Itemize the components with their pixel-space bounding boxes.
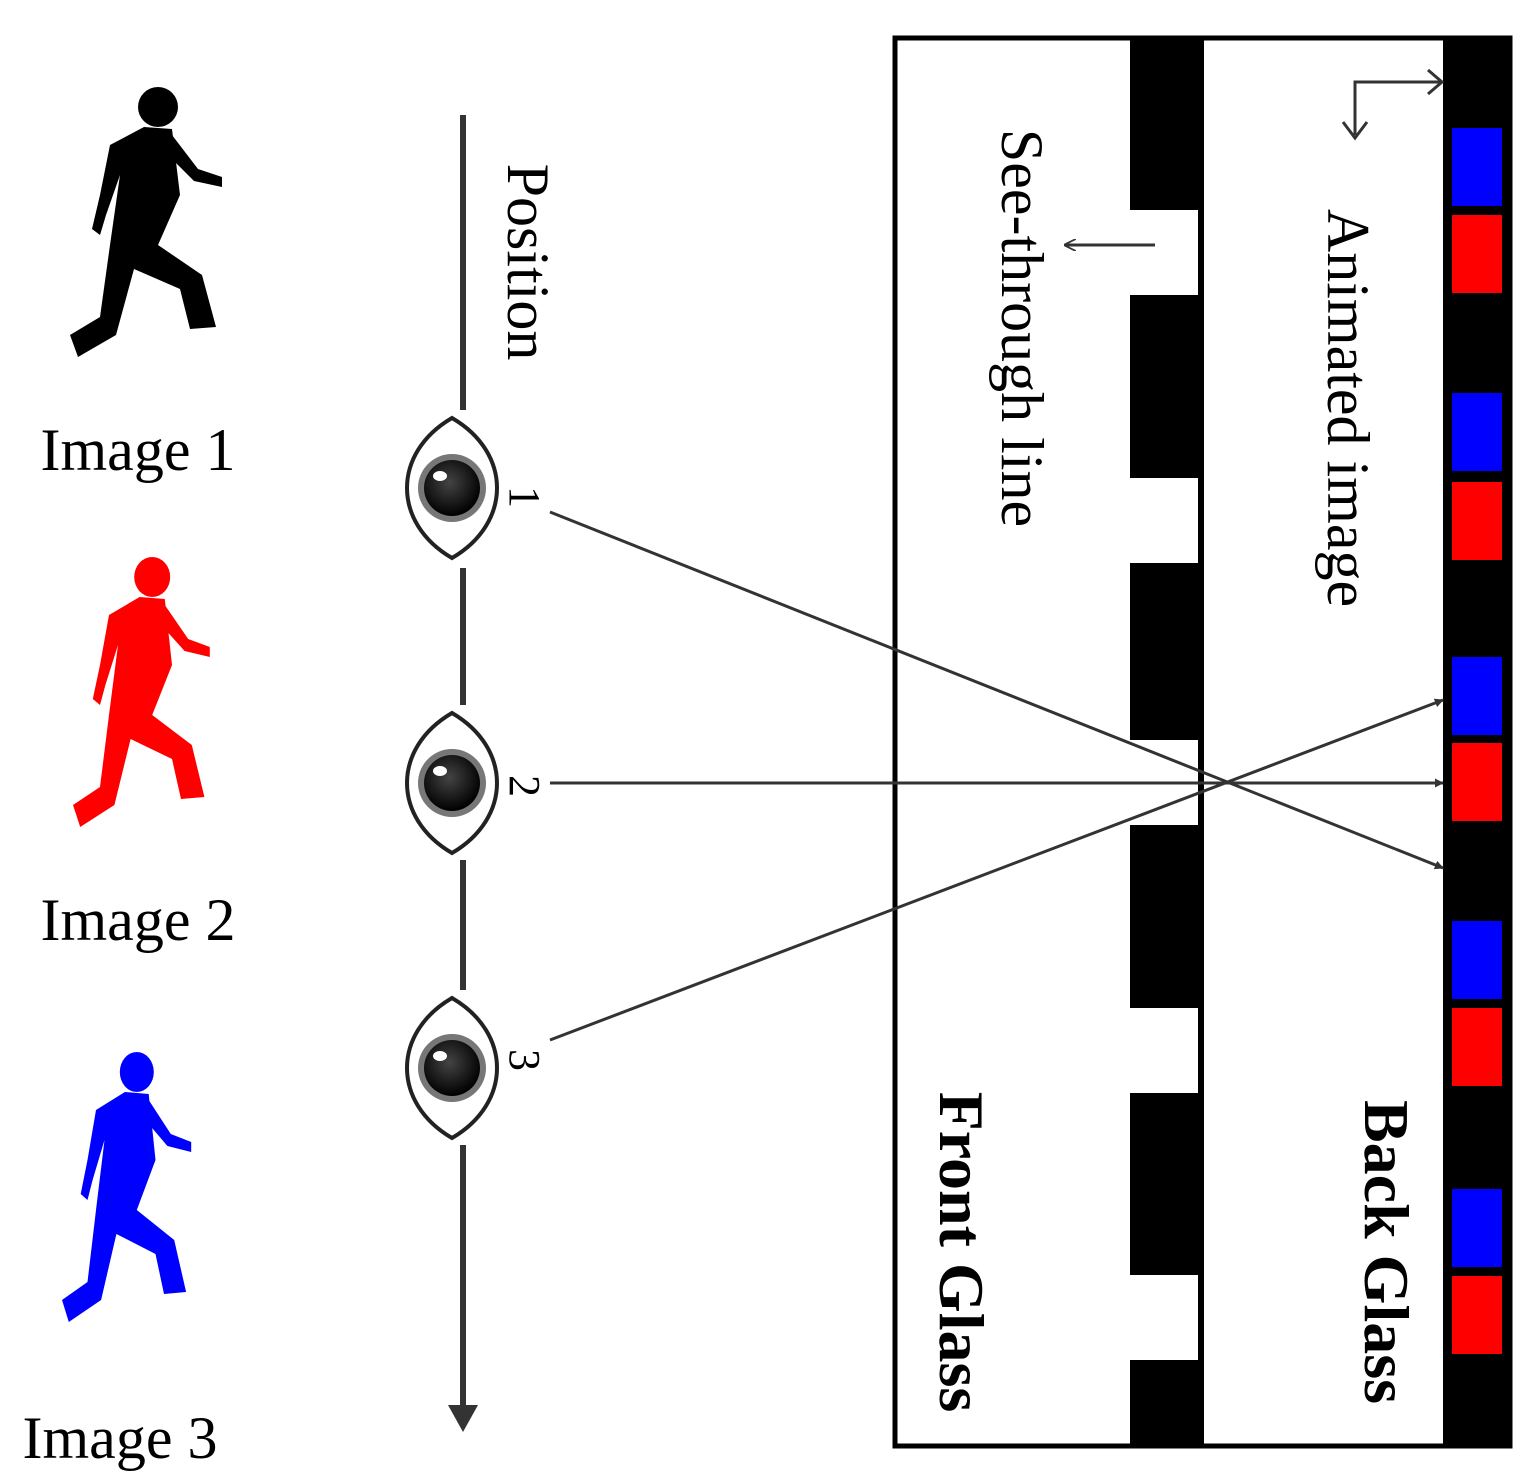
barrier-slit	[1130, 1008, 1198, 1093]
barrier-mask	[1130, 38, 1204, 1446]
image-2-label: Image 2	[41, 887, 236, 953]
viewer-3-number: 3	[500, 1049, 549, 1071]
blue-stripe	[1452, 128, 1502, 206]
animated-image-arrow	[1353, 80, 1440, 135]
position-label: Position	[495, 164, 561, 361]
eye-2-icon	[405, 710, 499, 856]
blue-stripe	[1452, 921, 1502, 999]
blue-stripe	[1452, 1189, 1502, 1267]
animated-image-label: Animated image	[1315, 209, 1381, 607]
red-stripe	[1452, 1276, 1502, 1354]
red-stripe	[1452, 743, 1502, 821]
image-3-runner	[62, 1052, 192, 1322]
eye-1-icon	[405, 415, 499, 561]
image-2-runner	[73, 557, 210, 827]
barrier-slit	[1130, 210, 1198, 295]
sight-line-viewer-3	[549, 698, 1444, 1042]
back-glass-label: Back Glass	[1351, 1100, 1422, 1404]
position-axis	[448, 115, 478, 1432]
barrier-slit	[1130, 1275, 1198, 1360]
image-3-label: Image 3	[23, 1405, 218, 1471]
viewer-1-number: 1	[500, 486, 549, 508]
sight-line-viewer-1	[549, 510, 1444, 870]
front-glass-label: Front Glass	[926, 1092, 997, 1413]
red-stripe	[1452, 1008, 1502, 1086]
position-arrow-head	[448, 1405, 478, 1432]
eye-3-icon	[405, 995, 499, 1141]
image-1-runner	[70, 87, 222, 357]
viewer-2-number: 2	[500, 775, 549, 797]
red-stripe	[1452, 482, 1502, 560]
see-through-line-label: See-through line	[989, 129, 1055, 527]
blue-stripe	[1452, 393, 1502, 471]
image-1-label: Image 1	[41, 417, 236, 483]
animated-image-strip	[1445, 38, 1510, 1446]
blue-stripe	[1452, 657, 1502, 735]
barrier-slit	[1130, 478, 1198, 563]
red-stripe	[1452, 215, 1502, 293]
